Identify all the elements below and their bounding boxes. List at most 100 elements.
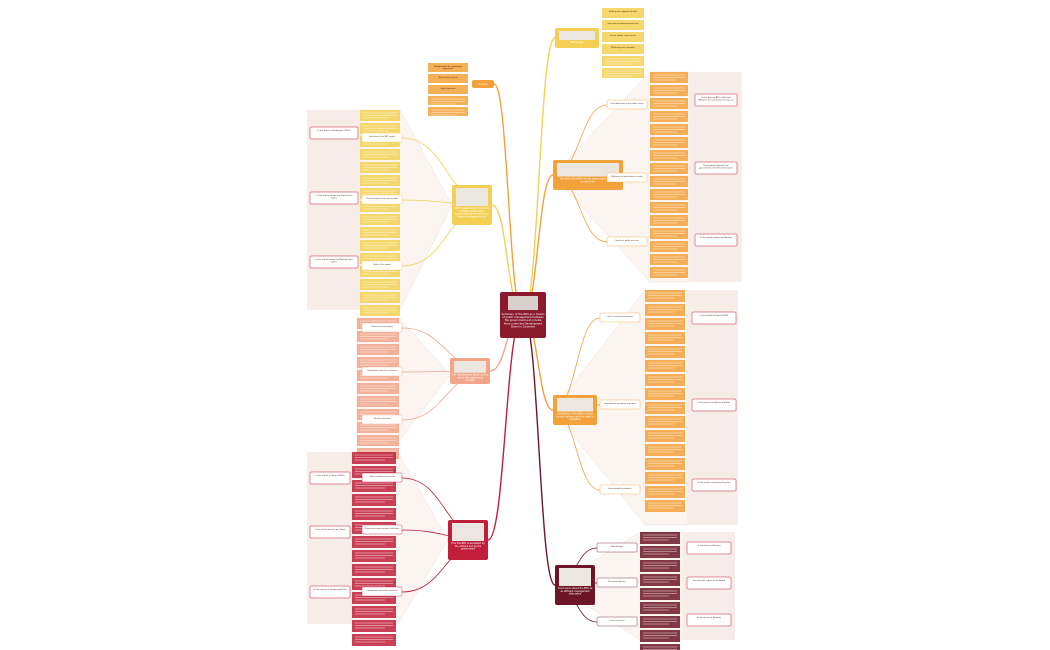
subtopic[interactable]: Main findings [596, 542, 638, 553]
note-box [640, 588, 680, 600]
subtopic[interactable]: Cost reduction for the public sector [606, 99, 648, 110]
note-box [428, 96, 468, 105]
note-box [650, 228, 688, 239]
subtopic[interactable]: Future research [596, 616, 638, 627]
note-box [428, 107, 468, 116]
reference-tag-label: In the article of Perez (2018) [700, 314, 729, 317]
note-box [645, 416, 685, 428]
branch-topic-label: Benefits of the BPO for the government a… [560, 178, 616, 184]
reference-tag[interactable]: In the article of Ramirez [686, 613, 732, 627]
subtopic[interactable]: Efficiency in administrative tasks [606, 172, 648, 183]
subtopic[interactable]: Results achieved [361, 414, 403, 425]
subtopic-label: Recommendations [608, 580, 626, 583]
reference-tag[interactable]: In the article of Perez (2018) [691, 311, 737, 325]
subtopic[interactable]: Government performance indicators [361, 524, 403, 535]
note-box [650, 163, 688, 174]
reference-tag[interactable]: In the article of Rodriguez (2019) [309, 126, 359, 140]
branch-topic[interactable]: BPO image [555, 28, 599, 48]
branch-image [454, 361, 486, 373]
subtopic[interactable]: Accountability problems [599, 484, 641, 495]
note-box [645, 304, 685, 316]
note-box [602, 56, 644, 66]
reference-tag[interactable]: In the article written by Castro [309, 525, 351, 539]
reference-tag[interactable]: In the article written by Sanchez [691, 478, 737, 492]
note-box [640, 560, 680, 572]
reference-tag-label: In the article of Rodriguez (2019) [317, 129, 350, 132]
note-box [645, 318, 685, 330]
subtopic-label: Main findings [611, 546, 624, 548]
note-box [352, 550, 396, 562]
note-box [640, 532, 680, 544]
subtopic[interactable]: Lack of control mechanisms [599, 312, 641, 323]
subtopic[interactable]: Comparison with other countries [361, 586, 403, 597]
subtopic-label: Characteristics of the partnership [366, 197, 399, 200]
subtopic[interactable]: Dependence on private providers [599, 399, 641, 410]
note-box [352, 620, 396, 632]
note-box [650, 137, 688, 148]
branch-topic[interactable]: Benefits of the BPO for the government a… [553, 160, 623, 190]
subtopic-label: Citizen satisfaction surveys [369, 475, 395, 478]
note-box [360, 292, 400, 303]
note-box [645, 374, 685, 386]
note-box [645, 290, 685, 302]
reference-tag-label: In the article of Gomez and Ruiz [698, 401, 730, 404]
note-text: Monitoring and evaluation [611, 46, 635, 49]
branch-topic-label: BPO image [571, 41, 584, 44]
reference-tag[interactable]: In the article written by Moreno [694, 233, 738, 247]
subtopic[interactable]: Citizen satisfaction surveys [361, 472, 403, 483]
note-box [352, 480, 396, 492]
subtopic-label: Efficiency in administrative tasks [611, 175, 642, 178]
subtopic[interactable]: Characteristics of the partnership [361, 194, 403, 205]
reference-tag-label: See also the report of the Board [693, 579, 726, 582]
subtopic-label: Results achieved [374, 417, 391, 420]
reference-tag[interactable]: In the article of Gomez and Ruiz [691, 398, 737, 412]
note-text: Service quality requirements [610, 34, 636, 37]
note-box [645, 472, 685, 484]
branch-topic[interactable]: Context [472, 80, 494, 88]
note-box [360, 162, 400, 173]
reference-tag-label: In the article of Ramirez [697, 616, 721, 619]
note-text: Public private approach details [609, 10, 637, 13]
subtopic[interactable]: Functions of the board [361, 322, 403, 333]
note-box [357, 383, 399, 394]
subtopic-label: Coordination with the ministries [367, 369, 397, 372]
note-text: Main actors involved [439, 76, 458, 79]
note-box [352, 606, 396, 618]
subtopic[interactable]: Definition of the BPO model [361, 132, 403, 143]
note-box: Main actors involved [428, 74, 468, 83]
note-box [640, 546, 680, 558]
subtopic[interactable]: Quality of public services [606, 236, 648, 247]
reference-tag[interactable]: In the article of Herrera [686, 541, 732, 555]
reference-tag-label: In the article written by Moreno [700, 236, 732, 239]
subtopic[interactable]: Coordination with the ministries [361, 366, 403, 377]
note-box [645, 402, 685, 414]
note-box [650, 124, 688, 135]
note-box [640, 630, 680, 642]
reference-tag[interactable]: In the article of Torres (2020) [309, 471, 351, 485]
note-box [352, 494, 396, 506]
note-box [645, 458, 685, 470]
subtopic[interactable]: Recommendations [596, 577, 638, 588]
branch-connector [493, 83, 524, 316]
subtopic-label: Lack of control mechanisms [607, 315, 633, 318]
subtopic[interactable]: Risks of the model [361, 260, 403, 271]
note-box [650, 98, 688, 109]
note-box [650, 189, 688, 200]
reference-tag[interactable]: See also the report of the Board [686, 576, 732, 590]
note-box [645, 430, 685, 442]
reference-tag[interactable]: In the article of Vargas and Diaz [309, 585, 351, 599]
